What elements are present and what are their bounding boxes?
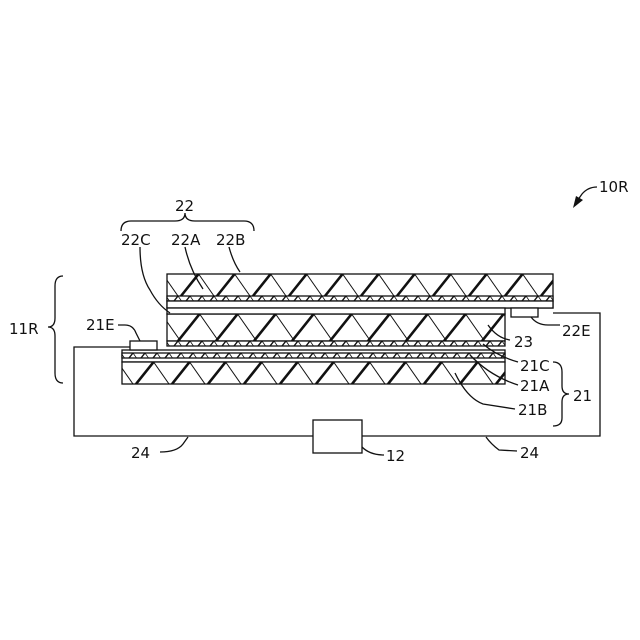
- label-21e: 21E: [86, 316, 115, 334]
- arrow-head-icon: [573, 196, 583, 208]
- label-22: 22: [175, 197, 194, 215]
- label-22c: 22C: [121, 231, 151, 249]
- layer-21b: [100, 362, 565, 384]
- label-21b: 21B: [518, 401, 547, 419]
- label-22e: 22E: [562, 322, 591, 340]
- electrode-21e: [130, 341, 157, 350]
- layer-under-23: [167, 308, 505, 314]
- label-24-left: 24: [131, 444, 150, 462]
- label-23: 23: [514, 333, 533, 351]
- electrode-22e: [511, 308, 538, 317]
- label-24-right: 24: [520, 444, 539, 462]
- label-21a: 21A: [520, 377, 550, 395]
- label-11r: 11R: [9, 320, 39, 338]
- layer-22a: [162, 296, 566, 301]
- label-10r: 10R: [599, 178, 629, 196]
- power-source-box: [313, 420, 362, 453]
- layer-21a: [117, 353, 521, 358]
- layer-22c: [167, 301, 553, 308]
- label-21c: 21C: [520, 357, 550, 375]
- label-12: 12: [386, 447, 405, 465]
- label-21: 21: [573, 387, 592, 405]
- layer-21c: [162, 341, 518, 346]
- label-22b: 22B: [216, 231, 245, 249]
- layer-23: [140, 314, 561, 341]
- label-22a: 22A: [171, 231, 201, 249]
